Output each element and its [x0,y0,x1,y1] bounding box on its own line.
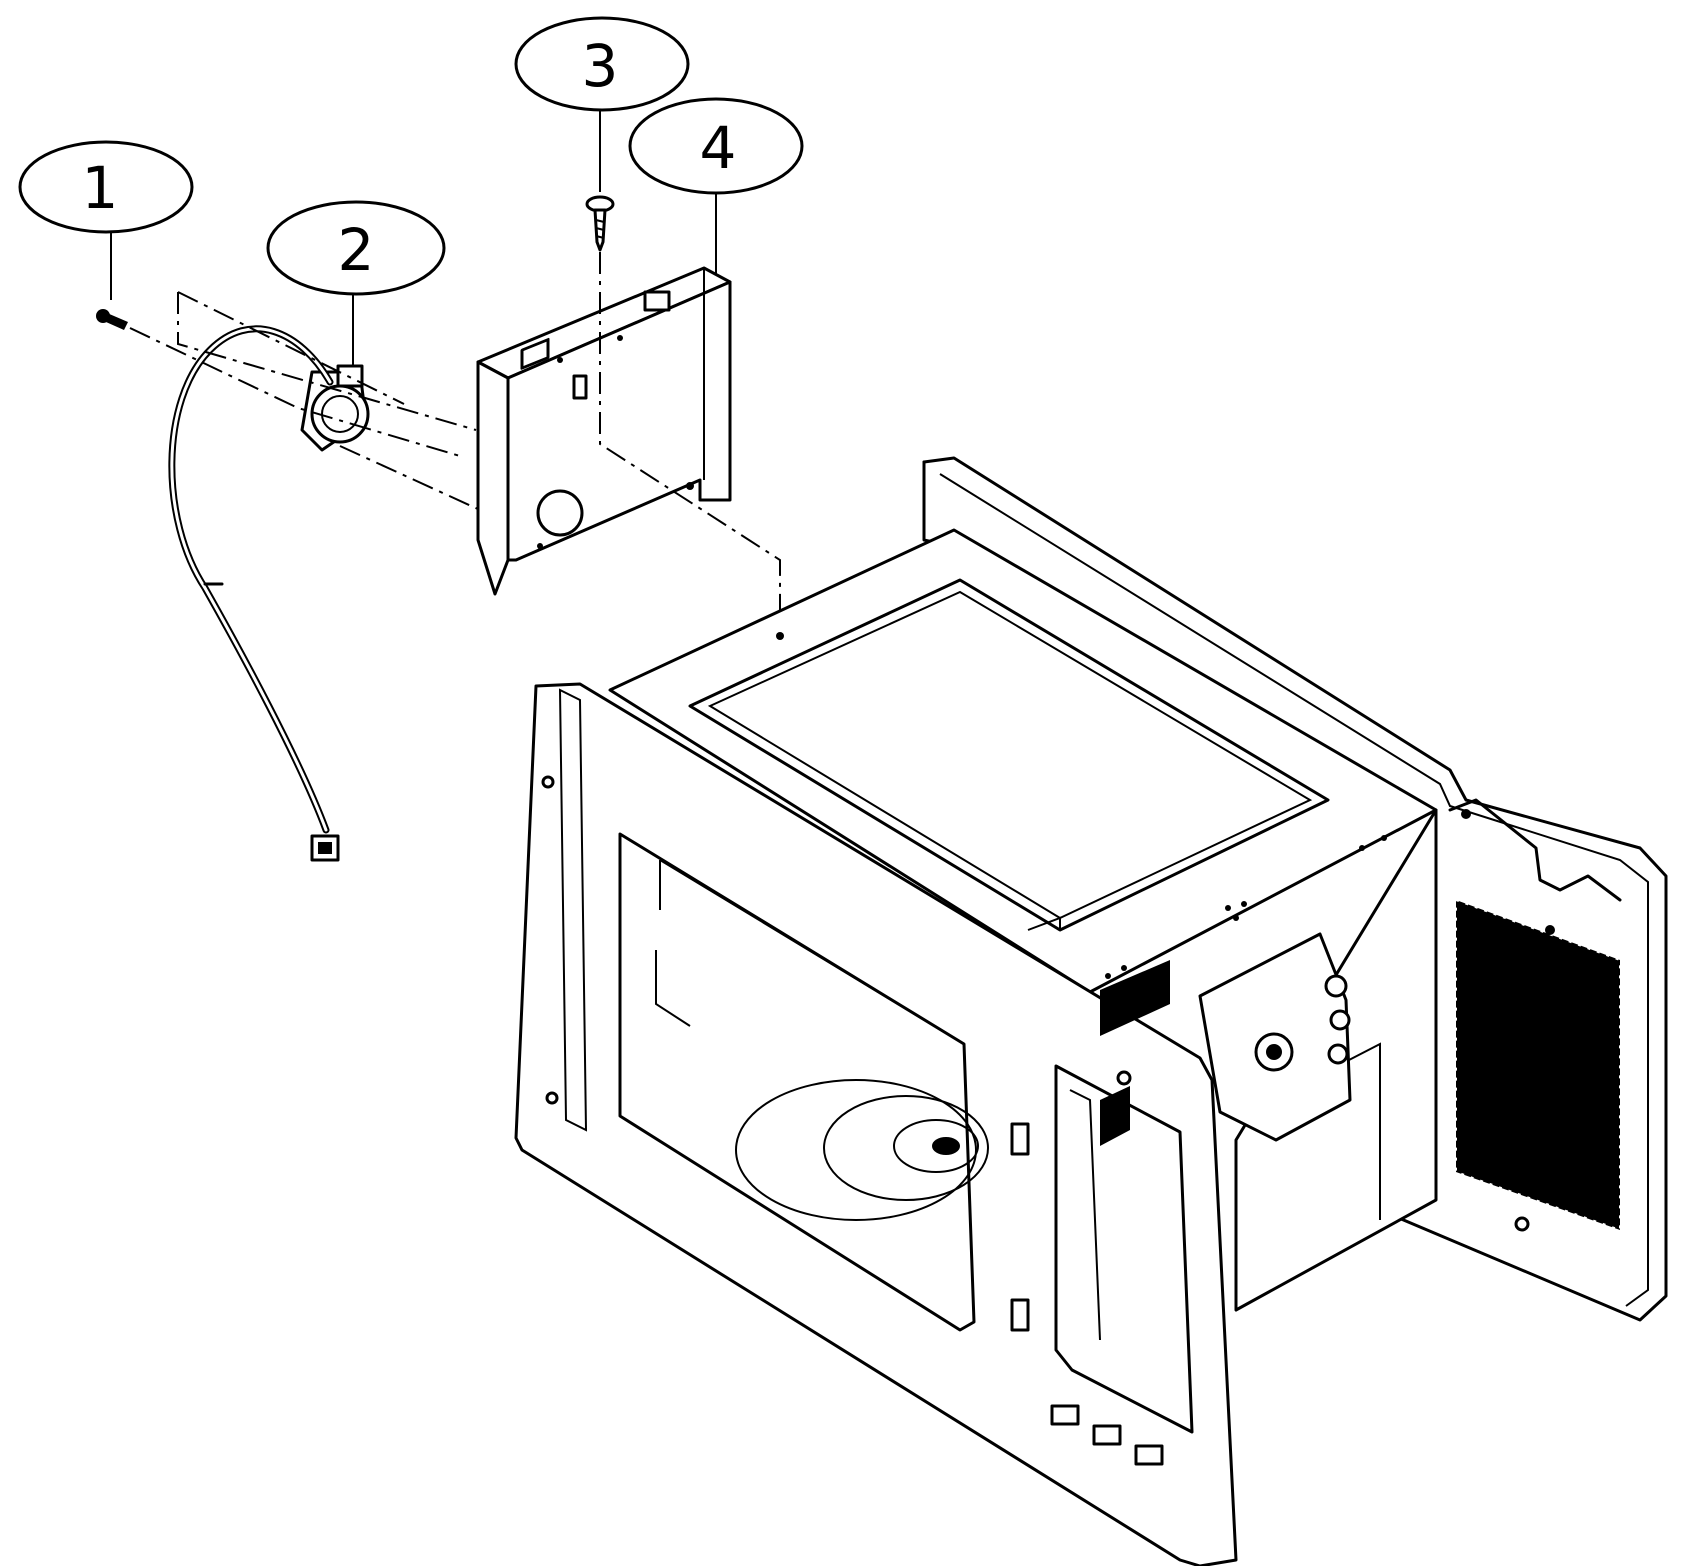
wire-connector [310,834,340,862]
callout-2-label: 2 [338,216,375,284]
assembly-lines [129,252,781,626]
callout-3[interactable]: 3 [514,16,690,192]
part-1-screw[interactable] [96,309,128,330]
callout-3-label: 3 [582,32,619,100]
callout-4-label: 4 [700,114,737,182]
callout-2[interactable]: 2 [266,200,446,378]
part-2-thermal-cutout[interactable] [168,325,370,862]
part-4-bracket[interactable] [476,266,732,596]
callout-4[interactable]: 4 [628,97,804,276]
part-3-screw[interactable] [585,195,615,252]
callout-1-label: 1 [82,154,119,222]
microwave-cavity-assembly [514,456,1668,1566]
vent-grille [1455,898,1621,1232]
callout-1[interactable]: 1 [18,140,194,300]
